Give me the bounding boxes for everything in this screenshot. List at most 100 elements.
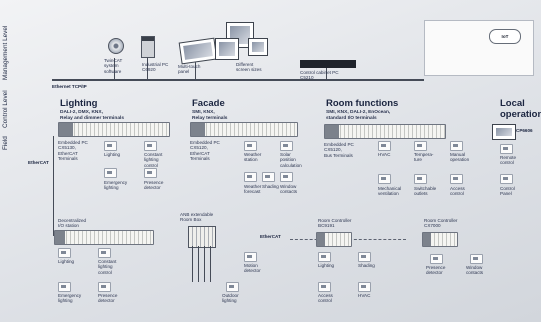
- shading-icon: [262, 172, 275, 182]
- emergency-lighting-icon: [104, 168, 117, 178]
- weather-forecast-label: Weather forecast: [244, 184, 262, 195]
- rc1-shading-label: Shading: [358, 263, 375, 268]
- io-lighting-icon: [58, 248, 71, 258]
- lighting-subtitle: DALI-2, DMX, KNX, Relay and dimmer termi…: [60, 110, 124, 121]
- switchable-outlets-icon: [414, 174, 427, 184]
- manual-operation-icon: [450, 141, 463, 151]
- rc1-hvac-icon: [358, 282, 371, 292]
- switchable-outlets-label: Switchable outlets: [414, 186, 437, 197]
- io-presence-detector-icon: [98, 282, 111, 292]
- window-contacts-icon: [280, 172, 293, 182]
- io-constant-lighting-label: Constant lighting control: [98, 259, 117, 275]
- rc2-presence-detector-icon: [430, 254, 443, 264]
- connector-line: [147, 58, 149, 80]
- rc1-lighting-icon: [318, 252, 331, 262]
- black-label-bar: [300, 60, 356, 68]
- room-controller-1-device: [316, 232, 352, 247]
- constant-lighting-icon: [144, 141, 157, 151]
- constant-lighting-label: Constant lighting control: [144, 152, 163, 168]
- ethernet-line: [52, 79, 424, 81]
- cd-disc-icon: [108, 38, 124, 54]
- control-panel-label: Control Panel: [500, 186, 515, 197]
- facade-subtitle: SMI, KNX, Relay terminals: [192, 110, 228, 121]
- rc2-presence-detector-label: Presence detector: [426, 265, 446, 276]
- access-control-label: Access control: [450, 186, 465, 197]
- cable-line: [210, 246, 212, 282]
- room-controller-label: Embedded PC CX5120, Bus Terminals: [324, 142, 354, 158]
- control-panel-device-icon: [492, 124, 516, 140]
- ethercat-mid-label: EtherCAT: [260, 234, 281, 239]
- screen-icon-small: [248, 38, 268, 56]
- connector-line: [326, 68, 328, 80]
- temperature-icon: [414, 141, 427, 151]
- facade-terminal-strip: [190, 122, 298, 137]
- local-operation-title: Local operation: [500, 98, 541, 120]
- rc1-access-control-icon: [318, 282, 331, 292]
- io-emergency-lighting-label: Emergency lighting: [58, 293, 82, 304]
- connector-line: [114, 58, 116, 80]
- ethernet-label: Ethernet TCP/IP: [52, 84, 87, 89]
- ethercat-vertical-line: [53, 136, 55, 236]
- level-label-control: Control Level: [2, 90, 9, 128]
- multitouch-panel-label: Multi-touch panel: [178, 64, 201, 75]
- weather-station-icon: [244, 141, 257, 151]
- iot-cloud-badge: IoT: [489, 29, 521, 44]
- room-controller-2-label: Room Controller CX7000: [424, 218, 458, 229]
- shading-label: Shading: [262, 184, 279, 189]
- rc1-lighting-label: Lighting: [318, 263, 335, 268]
- io-presence-detector-label: Presence detector: [98, 293, 118, 304]
- io-lighting-label: Lighting: [58, 259, 75, 264]
- room-controller-1-label: Room Controller BC9191: [318, 218, 352, 229]
- lighting-icon: [104, 141, 117, 151]
- remote-control-icon: [500, 144, 513, 154]
- outdoor-lighting-icon: [226, 282, 239, 292]
- ethercat-left-label: EtherCAT: [28, 160, 49, 165]
- access-control-icon: [450, 174, 463, 184]
- presence-detector-label: Presence detector: [144, 180, 164, 191]
- roombox-label: ANB extendable Room Box: [180, 212, 214, 223]
- weather-forecast-icon: [244, 172, 257, 182]
- facade-controller-label: Embedded PC CX5120, EtherCAT Terminals: [190, 140, 220, 162]
- rc2-window-contacts-icon: [470, 254, 483, 264]
- motion-detector-label: Motion detector: [244, 263, 261, 274]
- industrial-pc-label: Industrial PC C6920: [142, 62, 169, 73]
- window-contacts-label: Window contacts: [280, 184, 298, 195]
- screen-icon-medium: [215, 38, 239, 60]
- control-panel-icon: [500, 174, 513, 184]
- outdoor-lighting-label: Outdoor lighting: [222, 293, 239, 304]
- lighting-controller-label: Embedded PC CX5130, EtherCAT Terminals: [58, 140, 88, 162]
- remote-control-label: Remote control: [500, 155, 517, 166]
- lighting-terminal-strip: [58, 122, 170, 137]
- cable-line: [192, 246, 194, 282]
- cp6606-label: CP6606: [516, 128, 533, 133]
- multitouch-panel-icon: [178, 37, 218, 65]
- presence-detector-icon: [144, 168, 157, 178]
- facade-title: Facade: [192, 98, 225, 109]
- solar-position-label: Solar position calculation: [280, 152, 302, 168]
- screen-sizes-label: Different screen sizes: [236, 62, 262, 73]
- lighting-title: Lighting: [60, 98, 98, 109]
- connector-line: [195, 62, 197, 80]
- management-box: IoT: [424, 20, 534, 76]
- solar-position-icon: [280, 141, 293, 151]
- software-label: TwinCAT system software: [104, 58, 123, 74]
- rc1-hvac-label: HVAC: [358, 293, 371, 298]
- hvac-label: HVAC: [378, 152, 391, 157]
- temperature-label: Tempera- ture: [414, 152, 434, 163]
- hvac-icon: [378, 141, 391, 151]
- room-functions-title: Room functions: [326, 98, 399, 109]
- rc1-access-control-label: Access control: [318, 293, 333, 304]
- cable-line: [204, 246, 206, 282]
- cable-line: [198, 246, 200, 282]
- io-station-label: Decentralized I/O station: [58, 218, 87, 229]
- emergency-lighting-label: Emergency lighting: [104, 180, 128, 191]
- roombox-device-icon: [188, 226, 216, 248]
- level-label-management: Management Level: [2, 25, 9, 80]
- cabinet-pc-label: Control cabinet PC C5210: [300, 70, 339, 81]
- manual-operation-label: Manual operation: [450, 152, 470, 163]
- industrial-pc-icon: [141, 36, 155, 58]
- motion-detector-icon: [244, 252, 257, 262]
- io-emergency-lighting-icon: [58, 282, 71, 292]
- io-terminal-strip: [54, 230, 154, 245]
